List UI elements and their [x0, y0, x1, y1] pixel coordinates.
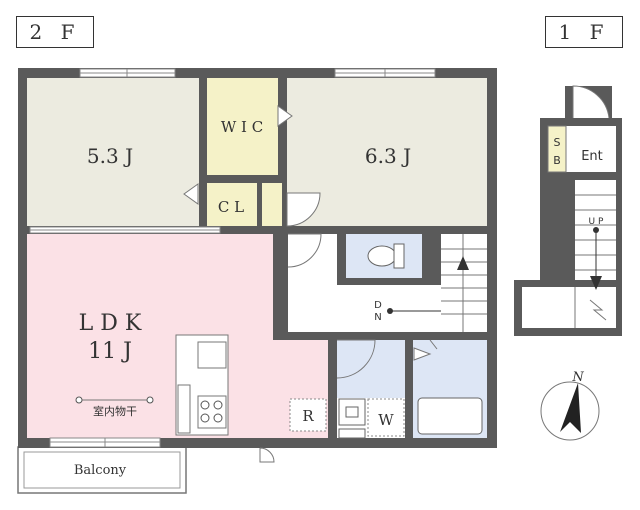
- ldk-label: L D K: [79, 311, 142, 336]
- ldk-size-label: 11 J: [88, 339, 132, 364]
- compass-arrow-icon: [560, 383, 581, 433]
- floor-1-label: 1 F: [545, 16, 623, 48]
- wic: [207, 78, 278, 175]
- balcony: [17, 446, 187, 494]
- washer-space: [367, 398, 405, 437]
- stairs-2f: [441, 234, 487, 332]
- closet-label: C L: [218, 198, 244, 216]
- entrance-label: Ent: [581, 149, 603, 164]
- western-room-2: [287, 78, 487, 226]
- closet: [207, 183, 257, 226]
- floor-2-label: 2 F: [16, 16, 94, 48]
- western-room-1: [27, 78, 199, 226]
- balcony-label: Balcony: [74, 463, 127, 478]
- washer-label: W: [378, 411, 394, 429]
- shoe-box: [547, 125, 567, 173]
- refrigerator-space: [289, 398, 327, 432]
- up-label: U P: [589, 217, 604, 227]
- western-room-1-label: 5.3 J: [87, 144, 133, 168]
- indoor-drying-label: 室内物干: [93, 404, 137, 418]
- western-room-2-label: 6.3 J: [365, 144, 411, 168]
- wic-label: W I C: [221, 118, 263, 136]
- refrigerator-label: R: [302, 407, 314, 425]
- ldk: [27, 234, 273, 438]
- compass-n-label: N: [571, 370, 584, 385]
